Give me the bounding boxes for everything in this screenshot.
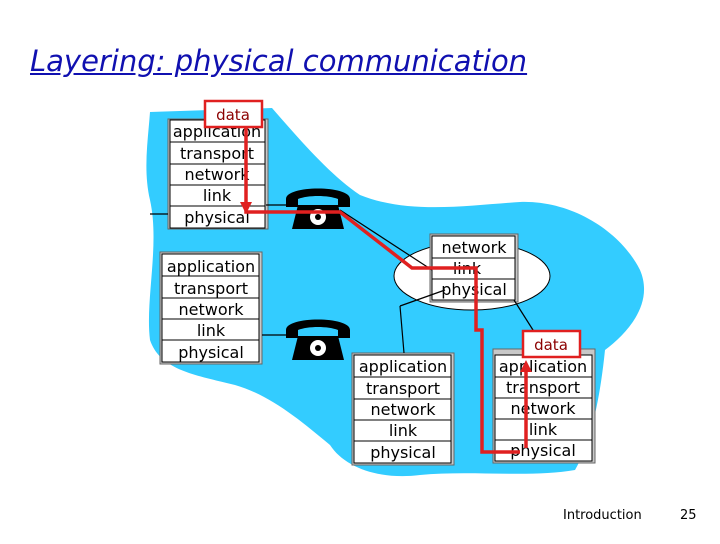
layer-label: link [203,186,232,205]
stack-bottom-left: application transport network link physi… [159,251,263,365]
footer-label: Introduction [563,508,642,523]
layer-label: physical [184,208,250,227]
layer-label: transport [180,144,254,163]
arrow-head-icon [240,202,252,214]
data-label: data [534,336,568,354]
layer-box [431,278,516,301]
layer-box [169,205,266,229]
telephone-icon [286,319,350,360]
stack-bottom-right: application transport network link physi… [492,348,596,464]
slide-title: Layering: physical communication [30,44,528,78]
layer-label: physical [178,343,244,362]
layer-label: transport [174,279,248,298]
layer-label: network [185,165,251,184]
data-flow-path [244,126,528,454]
layer-label: network [179,300,245,319]
page-number: 25 [680,508,697,523]
layer-label: network [442,238,508,257]
data-box-source: data [203,99,264,129]
layer-label: physical [441,280,507,299]
layer-label: network [371,400,437,419]
layer-label: transport [366,379,440,398]
layer-label: physical [370,443,436,462]
layer-label: link [197,321,226,340]
layer-label: application [499,357,587,376]
layer-label: physical [510,441,576,460]
layer-box [161,339,260,363]
layer-label: link [389,421,418,440]
arrow-head-icon [520,360,532,372]
data-label: data [216,106,250,124]
layer-box [353,440,452,464]
layer-label: transport [506,378,580,397]
layer-label: application [167,257,255,276]
data-box-destination: data [521,329,582,359]
layer-label: application [359,357,447,376]
stack-bottom-middle: application transport network link physi… [351,352,455,466]
layer-label: link [529,420,558,439]
layer-label: network [511,399,577,418]
